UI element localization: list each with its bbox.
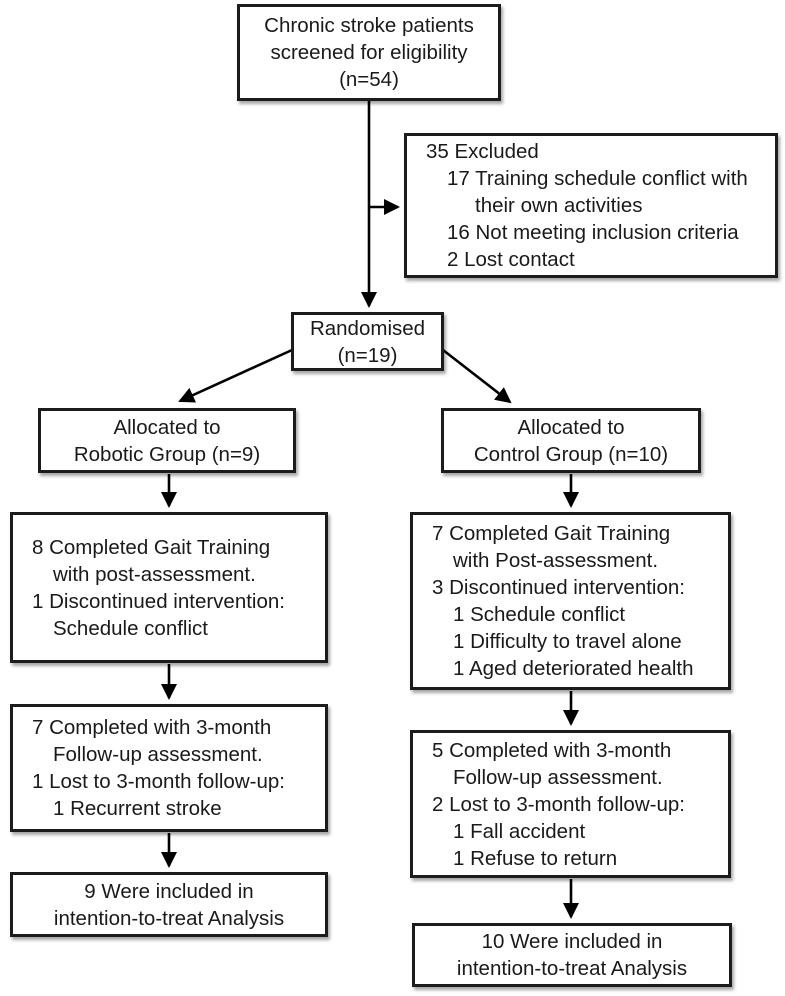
itt-analysis-robotic-box: 9 Were included in intention-to-treat An…	[10, 872, 328, 937]
text-line: 1 Schedule conflict	[453, 603, 626, 626]
text-line: 2 Lost to 3-month follow-up:	[432, 792, 685, 816]
text-line: Allocated to	[113, 415, 221, 439]
screened-box: Chronic stroke patients screened for eli…	[237, 4, 501, 101]
allocated-control-box: Allocated to Control Group (n=10)	[441, 408, 701, 473]
text-line: 7 Completed Gait Training	[432, 522, 671, 545]
text-line: 1 Aged deteriorated health	[453, 657, 694, 680]
text-line: 17 Training schedule conflict with	[447, 167, 748, 190]
text-line: 16 Not meeting inclusion criteria	[447, 221, 739, 244]
text-line: Schedule conflict	[53, 616, 208, 640]
randomised-box: Randomised (n=19)	[291, 312, 444, 371]
text-line: 8 Completed Gait Training	[32, 535, 271, 559]
text-line: Chronic stroke patients	[264, 14, 474, 37]
text-line: 1 Discontinued intervention:	[32, 589, 285, 613]
text-line: with post-assessment.	[53, 562, 256, 586]
followup-robotic-box: 7 Completed with 3-month Follow-up asses…	[10, 704, 328, 832]
text-line: screened for eligibility	[270, 41, 468, 64]
text-line: 3 Discontinued intervention:	[432, 576, 685, 599]
text-line: 1 Recurrent stroke	[53, 797, 222, 820]
text-line: Control Group (n=10)	[473, 442, 669, 466]
text-line: intention-to-treat Analysis	[53, 906, 285, 930]
text-line: 2 Lost contact	[447, 248, 575, 271]
text-line: 1 Lost to 3-month follow-up:	[32, 770, 285, 793]
text-line: Allocated to	[517, 415, 625, 439]
text-line: 1 Difficulty to travel alone	[453, 630, 682, 653]
text-line: 7 Completed with 3-month	[32, 716, 272, 739]
text-line: 10 Were included in	[481, 930, 663, 953]
text-line: Follow-up assessment.	[453, 765, 663, 789]
text-line: 1 Fall accident	[453, 819, 586, 843]
excluded-box: 35 Excluded 17 Training schedule conflic…	[404, 133, 778, 278]
text-line: (n=19)	[337, 343, 398, 367]
allocated-robotic-box: Allocated to Robotic Group (n=9)	[38, 408, 296, 473]
completed-training-robotic-box: 8 Completed Gait Training with post-asse…	[10, 512, 328, 663]
text-line: intention-to-treat Analysis	[456, 957, 688, 980]
text-line: 9 Were included in	[84, 879, 254, 903]
text-line: 5 Completed with 3-month	[432, 738, 672, 762]
arrow-randomised-to-robotic	[178, 348, 293, 403]
text-line: Follow-up assessment.	[53, 743, 263, 766]
text-line: Randomised	[309, 316, 426, 340]
text-line: with Post-assessment.	[453, 549, 659, 572]
text-line: (n=54)	[339, 68, 399, 91]
text-line: their own activities	[475, 194, 643, 217]
arrow-randomised-to-control	[442, 348, 512, 404]
text-line: 35 Excluded	[426, 140, 539, 163]
text-line: Robotic Group (n=9)	[73, 442, 261, 466]
text-line: 1 Refuse to return	[453, 846, 618, 870]
completed-training-control-box: 7 Completed Gait Training with Post-asse…	[410, 512, 731, 690]
itt-analysis-control-box: 10 Were included in intention-to-treat A…	[412, 923, 732, 987]
followup-control-box: 5 Completed with 3-month Follow-up asses…	[410, 730, 731, 878]
